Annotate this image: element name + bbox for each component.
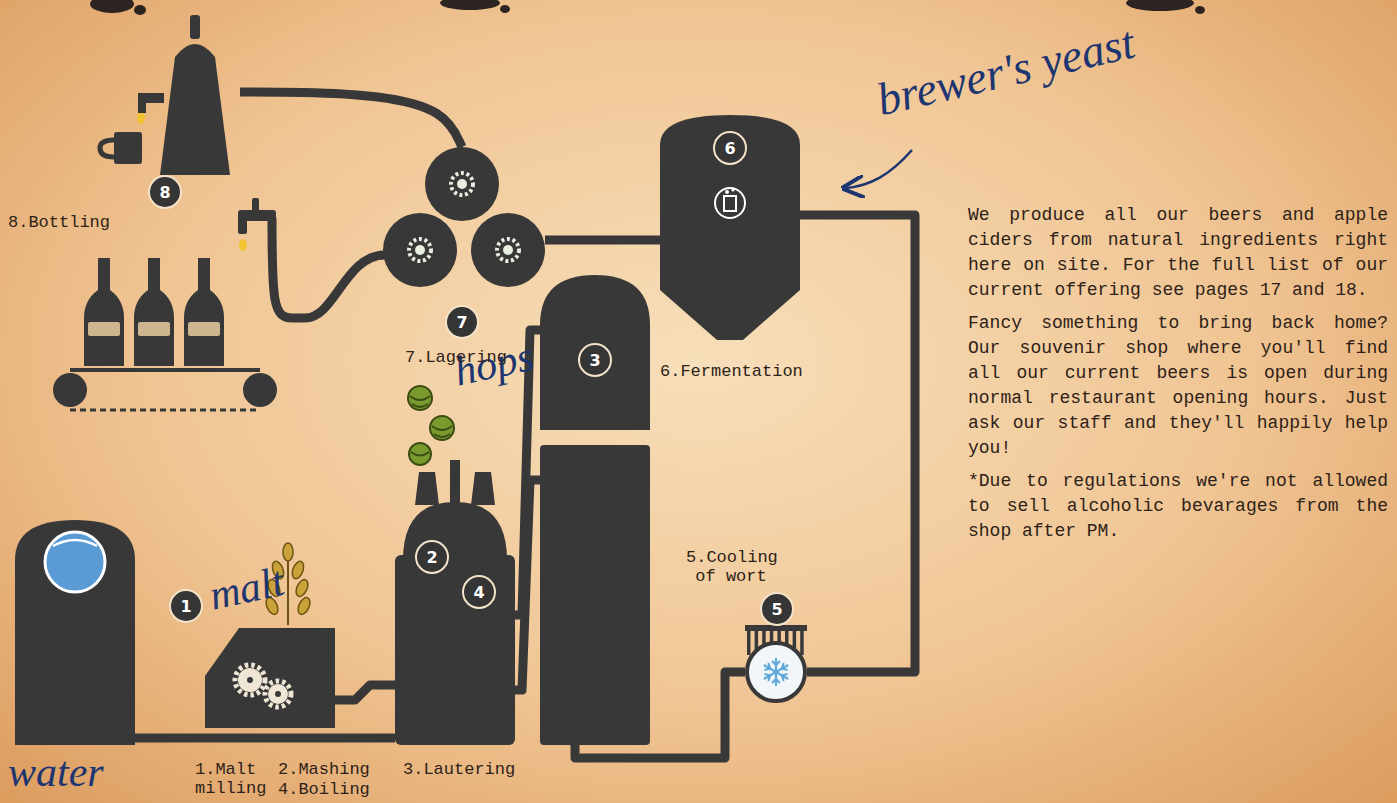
stage-label: 3.Lautering [403,760,515,779]
pipe [240,92,462,147]
mash-kettle: 24hops2.Mashing4.Boiling [395,460,515,745]
stage-label: 1.Malt milling [195,760,275,798]
ingredient-label: water [8,748,104,796]
callout-number: 8 [148,175,182,209]
stage-label: 6.Fermentation [660,362,803,381]
stage-label: 4.Boiling [278,780,370,799]
conveyor-belt [53,370,277,410]
malt-mill: 1malt1.Malt milling [205,628,335,728]
bottles [84,258,224,366]
ingredient-label: malt [205,557,288,619]
callout-number: 1 [169,589,203,623]
stage-label: 8.Bottling [8,213,110,232]
pipe [800,215,915,672]
hop-cones [408,386,454,465]
callout-number: 3 [578,343,612,377]
stage-label: 7.Lagering [405,348,507,367]
tap-pipe [272,218,385,318]
yeast-arrow [846,150,912,188]
stage-label: 5.Cooling of wort [686,548,776,586]
callout-number: 7 [445,305,479,339]
callout-number: 6 [713,131,747,165]
water-tank-outline [15,520,135,745]
ink-splatter [90,0,1205,15]
bottling-tap [238,198,276,251]
pipe [515,480,540,690]
lagering-barrels: 77.Lagering [383,147,545,287]
beer-mug [100,112,145,164]
note-paragraph: Fancy something to bring back home? Our … [968,311,1388,461]
callout-number: 2 [415,540,449,574]
malt-mill-outline [205,628,335,728]
note-paragraph: *Due to regulations we're not allowed to… [968,469,1388,544]
pipe [545,236,660,245]
lauter-tun: 33.Lautering [540,275,650,745]
pipe [335,685,395,700]
lagering-barrels-outline [383,147,545,287]
note-column: We produce all our beers and apple cider… [968,203,1388,552]
callout-number: 4 [462,575,496,609]
callout-number: 5 [760,592,794,626]
pipe [135,734,395,743]
beer-tower: 88.Bottling [150,15,240,175]
fermentation-tank: 6brewer's yeast6.Fermentation [660,115,800,340]
beer-tower-outline [150,15,240,175]
stage-label: 2.Mashing [278,760,370,779]
note-paragraph: We produce all our beers and apple cider… [968,203,1388,303]
wort-cooler: 55.Cooling of wort [745,625,807,703]
water-tank: water [15,520,135,745]
ingredient-label: brewer's yeast [872,17,1139,127]
mash-kettle-outline [395,460,515,745]
wort-cooler-outline [745,625,807,703]
